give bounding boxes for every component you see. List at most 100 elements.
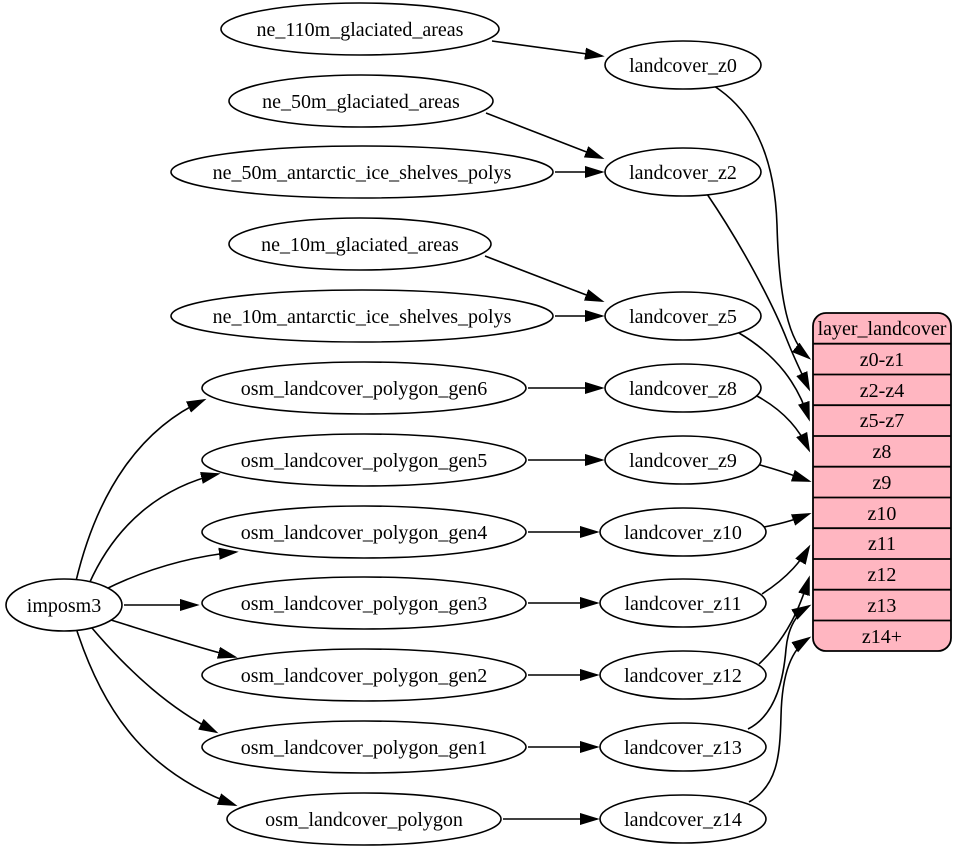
source-ellipse [220,2,500,56]
source-ellipse [201,648,527,702]
edge-ne_110m_glaciated_areas--landcover_z0 [491,40,602,56]
edge-imposm3--osm_landcover_polygon_gen6 [75,400,204,582]
edge-imposm3--osm_landcover_polygon [76,630,235,805]
source-ellipse [201,576,527,630]
edge-landcover_z8--layer-row-z8 [756,395,809,450]
generalized-ellipse [604,291,762,341]
edge-ne_10m_glaciated_areas--landcover_z5 [484,255,602,301]
source-label: ne_110m_glaciated_areas [257,19,464,41]
edge-landcover_z12--layer-row-z12 [758,578,809,665]
generalized-ellipse [599,794,767,844]
node-landcover_z14: landcover_z14 [599,794,767,844]
generalized-label: landcover_z13 [624,737,742,759]
node-ne_110m_glaciated_areas: ne_110m_glaciated_areas [220,2,500,56]
node-landcover_z0: landcover_z0 [604,40,762,90]
generalized-label: landcover_z11 [625,593,742,615]
source-label: osm_landcover_polygon_gen4 [241,522,488,544]
generalized-label: landcover_z8 [629,378,737,400]
layer-table-row-z13: z13 [868,595,897,617]
generalized-label: landcover_z2 [629,162,737,184]
generalized-ellipse [599,578,767,628]
edge-imposm3--osm_landcover_polygon_gen2 [110,619,235,657]
node-landcover_z12: landcover_z12 [599,650,767,700]
imposm3-ellipse [5,578,123,632]
generalized-label: landcover_z0 [629,55,737,77]
node-landcover_z11: landcover_z11 [599,578,767,628]
edge-landcover_z13--layer-row-z13 [747,606,809,730]
source-ellipse [170,289,554,343]
imposm3-label: imposm3 [27,595,101,617]
node-osm_landcover_polygon_gen4: osm_landcover_polygon_gen4 [201,505,527,559]
source-ellipse [201,361,527,415]
edge-landcover_z5--layer-row-z5-z7 [738,332,809,419]
node-landcover_z10: landcover_z10 [599,507,767,557]
edge-imposm3--osm_landcover_polygon_gen1 [91,627,216,732]
generalized-label: landcover_z14 [624,809,742,831]
node-osm_landcover_polygon_gen3: osm_landcover_polygon_gen3 [201,576,527,630]
layer-table: layer_landcover z0-z1 z2-z4 z5-z7 z8 z9 … [812,312,952,652]
node-osm_landcover_polygon_gen6: osm_landcover_polygon_gen6 [201,361,527,415]
node-osm_landcover_polygon_gen5: osm_landcover_polygon_gen5 [201,433,527,487]
generalized-ellipse [604,435,762,485]
source-ellipse [228,74,494,128]
source-label: osm_landcover_polygon_gen1 [241,737,488,759]
edge-imposm3--osm_landcover_polygon_gen5 [88,474,218,585]
generalized-ellipse [604,147,762,197]
generalized-label: landcover_z5 [629,306,737,328]
node-landcover_z2: landcover_z2 [604,147,762,197]
generalized-ellipse [604,363,762,413]
node-osm_landcover_polygon_gen2: osm_landcover_polygon_gen2 [201,648,527,702]
edge-landcover_z2--layer-row-z2-z4 [706,193,809,389]
node-ne_50m_glaciated_areas: ne_50m_glaciated_areas [228,74,494,128]
layer-table-row-z9: z9 [873,472,892,494]
edge-landcover_z0--layer-row-z0-z1 [713,85,809,358]
node-ne_10m_antarctic_ice_shelves_polys: ne_10m_antarctic_ice_shelves_polys [170,289,554,343]
source-ellipse [170,145,554,199]
source-label: osm_landcover_polygon [265,809,463,831]
node-landcover_z13: landcover_z13 [599,722,767,772]
node-ne_50m_antarctic_ice_shelves_polys: ne_50m_antarctic_ice_shelves_polys [170,145,554,199]
source-label: osm_landcover_polygon_gen6 [241,378,488,400]
generalized-label: landcover_z9 [629,450,737,472]
layer-table-background [812,312,952,652]
source-label: osm_landcover_polygon_gen2 [241,665,488,687]
source-ellipse [201,433,527,487]
source-label: ne_50m_antarctic_ice_shelves_polys [213,162,512,184]
layer-table-row-z2-z4: z2-z4 [860,380,904,402]
generalized-ellipse [604,40,762,90]
generalized-ellipse [599,507,767,557]
source-label: osm_landcover_polygon_gen3 [241,593,488,615]
generalized-label: landcover_z10 [624,522,742,544]
source-label: osm_landcover_polygon_gen5 [241,450,488,472]
source-ellipse [226,792,502,846]
layer-table-row-z14plus: z14+ [862,626,902,648]
node-osm_landcover_polygon: osm_landcover_polygon [226,792,502,846]
source-ellipse [201,505,527,559]
layer-table-title: layer_landcover [818,318,947,340]
layer-table-row-z10: z10 [868,503,897,525]
layer-table-row-z11: z11 [868,533,896,555]
edge-landcover_z14--layer-row-z14plus [748,638,809,803]
edge-ne_50m_glaciated_areas--landcover_z2 [485,112,602,158]
source-ellipse [228,217,492,271]
node-landcover_z9: landcover_z9 [604,435,762,485]
edge-landcover_z10--layer-row-z10 [763,514,809,528]
layer-table-row-z5-z7: z5-z7 [860,410,904,432]
edge-group [75,40,809,819]
source-label: ne_50m_glaciated_areas [262,91,460,113]
node-landcover_z8: landcover_z8 [604,363,762,413]
edge-landcover_z9--layer-row-z9 [759,464,809,481]
source-ellipse [201,720,527,774]
node-landcover_z5: landcover_z5 [604,291,762,341]
generalized-ellipse [599,650,767,700]
source-label: ne_10m_glaciated_areas [261,234,459,256]
edge-landcover_z11--layer-row-z11 [761,547,809,595]
generalized-label: landcover_z12 [624,665,742,687]
edge-imposm3--osm_landcover_polygon_gen4 [103,552,236,591]
node-ne_10m_glaciated_areas: ne_10m_glaciated_areas [228,217,492,271]
layer-table-row-z8: z8 [873,441,892,463]
source-label: ne_10m_antarctic_ice_shelves_polys [213,306,512,328]
node-imposm3: imposm3 [5,578,123,632]
